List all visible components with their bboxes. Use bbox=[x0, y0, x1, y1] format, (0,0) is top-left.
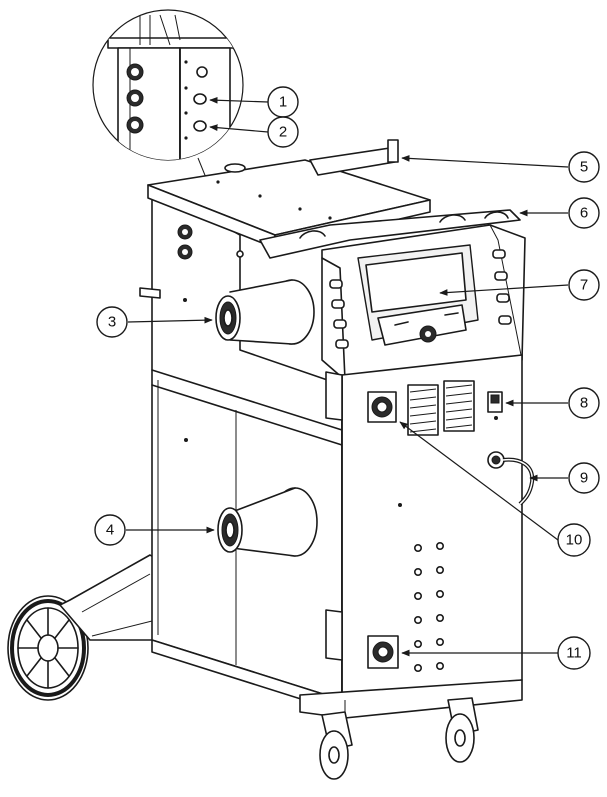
callout-9-label: 9 bbox=[580, 470, 588, 487]
callout-4-label: 4 bbox=[106, 522, 114, 539]
front-castor-right bbox=[445, 697, 479, 763]
front-castor-left bbox=[319, 711, 353, 780]
louvre-vent-right bbox=[443, 380, 475, 432]
louvre-vent-left bbox=[407, 384, 439, 436]
detail-socket-a bbox=[126, 63, 144, 81]
callout-7-label: 7 bbox=[580, 277, 588, 294]
rear-wheel bbox=[7, 595, 89, 701]
callout-10: 10 bbox=[557, 523, 591, 557]
callout-9: 9 bbox=[568, 462, 600, 494]
power-switch bbox=[487, 391, 503, 413]
callout-2-label: 2 bbox=[279, 124, 287, 141]
upper-output-socket bbox=[367, 391, 397, 423]
callout-8-label: 8 bbox=[580, 395, 588, 412]
callout-10-label: 10 bbox=[566, 532, 583, 549]
callout-2: 2 bbox=[267, 116, 299, 148]
callout-6-label: 6 bbox=[580, 205, 588, 222]
callout-6: 6 bbox=[568, 197, 600, 229]
callout-3: 3 bbox=[96, 306, 128, 338]
upper-spool-holder bbox=[215, 279, 315, 345]
gas-bottle-support bbox=[259, 139, 521, 259]
callout-1-label: 1 bbox=[279, 94, 287, 111]
callout-7: 7 bbox=[568, 269, 600, 301]
front-housing bbox=[321, 224, 526, 381]
callout-11-label: 11 bbox=[566, 645, 582, 662]
vent-hole-grid bbox=[413, 541, 444, 672]
callout-4: 4 bbox=[94, 514, 126, 546]
lower-output-socket bbox=[367, 635, 399, 669]
left-vent-column bbox=[329, 279, 349, 349]
detail-socket-c bbox=[126, 116, 144, 134]
right-vent-column bbox=[492, 249, 512, 325]
callout-3-label: 3 bbox=[108, 314, 116, 331]
leader-lines bbox=[126, 96, 569, 657]
callout-5-label: 5 bbox=[580, 159, 588, 176]
rear-socket-upper bbox=[177, 224, 193, 240]
callout-8: 8 bbox=[568, 387, 600, 419]
lcd-display bbox=[365, 252, 467, 313]
rear-cabinet bbox=[139, 184, 343, 713]
callout-11: 11 bbox=[557, 636, 591, 670]
detail-socket-b bbox=[126, 89, 144, 107]
rear-socket-lower bbox=[177, 244, 193, 260]
callout-5: 5 bbox=[568, 151, 600, 183]
front-cabinet bbox=[325, 354, 523, 701]
callout-1: 1 bbox=[267, 86, 299, 118]
lower-spool-holder bbox=[217, 487, 318, 557]
power-cable-gland bbox=[487, 451, 535, 506]
